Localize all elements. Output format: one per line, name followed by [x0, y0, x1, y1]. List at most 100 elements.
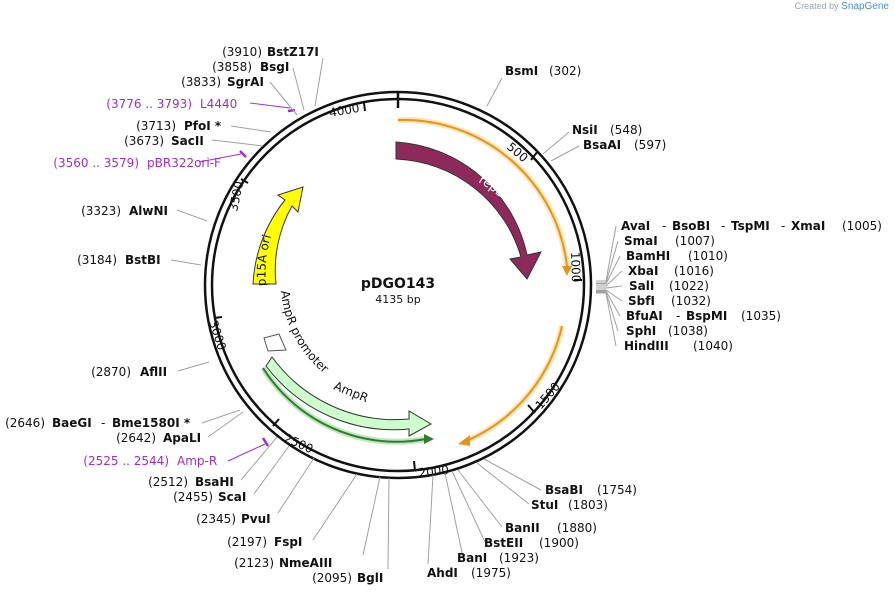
site-bsabi-name: BsaBI [545, 483, 583, 497]
site-sphi-name: SphI [626, 324, 656, 338]
leader-bgli [387, 477, 390, 570]
feature-ampr: AmpR [265, 356, 433, 437]
tick-label-2000: 2000 [418, 463, 450, 480]
ampr-label: AmpR [332, 379, 370, 405]
snapgene-credit: Created by SnapGene [795, 1, 889, 12]
site-bme1580i-name: Bme1580I * [112, 416, 191, 430]
primer-labels: (3776 .. 3793) L4440 (3560 .. 3579) pBR3… [53, 97, 237, 468]
leader-stui [476, 462, 530, 505]
site-nmeaiii-name: NmeAIII [279, 556, 332, 570]
leader-bsmi [486, 77, 503, 107]
leader-alwni [176, 209, 208, 222]
site-bfuai-name: BfuAI [626, 309, 663, 323]
site-tspmi-name: TspMI [731, 219, 770, 233]
plasmid-size: 4135 bp [375, 293, 420, 306]
primer-mark-pbr322ori-f [239, 150, 247, 158]
leader-bsaai [550, 145, 580, 162]
green-feature-arrowhead [424, 434, 434, 444]
site-bsteii-pos: (1900) [539, 536, 579, 550]
leader-avai [596, 225, 617, 282]
site-bani-name: BanI [457, 551, 487, 565]
green-feature [260, 366, 434, 445]
site-scai-name: ScaI [218, 490, 246, 504]
leader-sphi [596, 291, 619, 332]
site-bamhi-pos: (1010) [688, 249, 728, 263]
primer-amp-r-name: Amp-R [177, 454, 217, 468]
site-bsgi-name: BsgI [260, 60, 289, 74]
leader-nmeaiii [362, 476, 381, 556]
orange-features [397, 116, 572, 446]
leader-pbr322ori-f [198, 153, 242, 163]
leader-sacii [211, 139, 264, 147]
backbone-outer-ring [203, 90, 593, 480]
leader-ahdi [427, 474, 434, 565]
primer-l4440-name: L4440 [200, 97, 237, 111]
site-sacii-pos: (3673) [124, 134, 164, 148]
site-sali-pos: (1022) [669, 279, 709, 293]
tick-2500 [272, 418, 280, 427]
site-alwni-name: AlwNI [129, 204, 168, 218]
site-sbfi-pos: (1032) [671, 294, 711, 308]
orange-feature-2 [465, 325, 563, 442]
site-baegi-name: BaeGI [52, 416, 92, 430]
site-sbfi-name: SbfI [628, 294, 655, 308]
site-bstz17i-name: BstZ17I [267, 45, 319, 59]
leader-bstz17i [314, 57, 324, 107]
tick-labels: 500 1000 1500 2000 2500 3000 3500 4000 [206, 101, 583, 480]
created-by-text: Created by [794, 1, 839, 11]
site-bspmi-name: BspMI [686, 309, 727, 323]
leader-bfuai [596, 290, 621, 317]
site-bsaai-name: BsaAI [583, 138, 621, 152]
site-sphi-pos: (1038) [668, 324, 708, 338]
site-baegi-sep: - [101, 416, 105, 430]
site-scai-pos: (2455) [173, 490, 213, 504]
site-aflii-pos: (2870) [91, 365, 131, 379]
tick-3500 [240, 178, 249, 184]
primer-l4440-range: (3776 .. 3793) [106, 97, 192, 111]
site-fspi-name: FspI [274, 535, 302, 549]
orange-feature-1 [397, 118, 568, 267]
site-nsii-name: NsiI [572, 123, 598, 137]
leader-l4440 [249, 102, 291, 109]
leader-bstbi [170, 259, 202, 266]
site-bsaai-pos: (597) [634, 138, 666, 152]
site-bsobi-name: BsoBI [672, 219, 710, 233]
primer-mark-amp-r [261, 437, 270, 447]
leader-pvui [277, 457, 315, 514]
leader-bani [444, 472, 464, 558]
tick-label-2500: 2500 [282, 431, 316, 456]
site-leader-lines [170, 57, 623, 570]
plasmid-name: pDGO143 [361, 276, 435, 292]
tick-label-4000: 4000 [328, 101, 361, 120]
tick-1500 [527, 404, 536, 414]
site-bsteii-name: BstEII [484, 536, 523, 550]
site-banii-pos: (1880) [557, 521, 597, 535]
site-bsabi-pos: (1754) [597, 483, 637, 497]
p15a-ori-arrow [252, 186, 304, 285]
site-pvui-pos: (2345) [196, 512, 236, 526]
ampr-promoter-label-text: AmpR promoter [278, 290, 331, 376]
site-hindiii-name: HindIII [624, 339, 669, 353]
site-bfuai-sep: - [676, 309, 680, 323]
site-labels-left: (2095) BglI (2123) NmeAIII (2197) FspI (… [5, 45, 383, 585]
site-xbai-pos: (1016) [674, 264, 714, 278]
site-smai-name: SmaI [624, 234, 658, 248]
site-sali-name: SalI [629, 279, 654, 293]
site-pfoi-name: PfoI * [184, 119, 222, 133]
site-stui-name: StuI [531, 498, 558, 512]
tick-4000 [363, 102, 366, 112]
orange-feature-2-arrowhead [458, 435, 470, 446]
leader-bamhi [596, 255, 621, 285]
site-apali-pos: (2642) [116, 431, 156, 445]
primer-amp-r-range: (2525 .. 2544) [83, 454, 169, 468]
leader-scai [253, 445, 290, 495]
leader-bsabi [483, 458, 542, 491]
repb-arrow [395, 141, 542, 280]
site-labels-right: BsmI (302) NsiI (548) BsaAI (597) AvaI -… [427, 64, 882, 580]
site-aflii-name: AflII [140, 365, 167, 379]
primer-pbr322ori-f-range: (3560 .. 3579) [53, 156, 139, 170]
site-bsahi-name: BsaHI [195, 475, 234, 489]
site-nmeaiii-pos: (2123) [234, 556, 274, 570]
tick-3000 [213, 316, 223, 319]
leader-apali [207, 411, 244, 438]
